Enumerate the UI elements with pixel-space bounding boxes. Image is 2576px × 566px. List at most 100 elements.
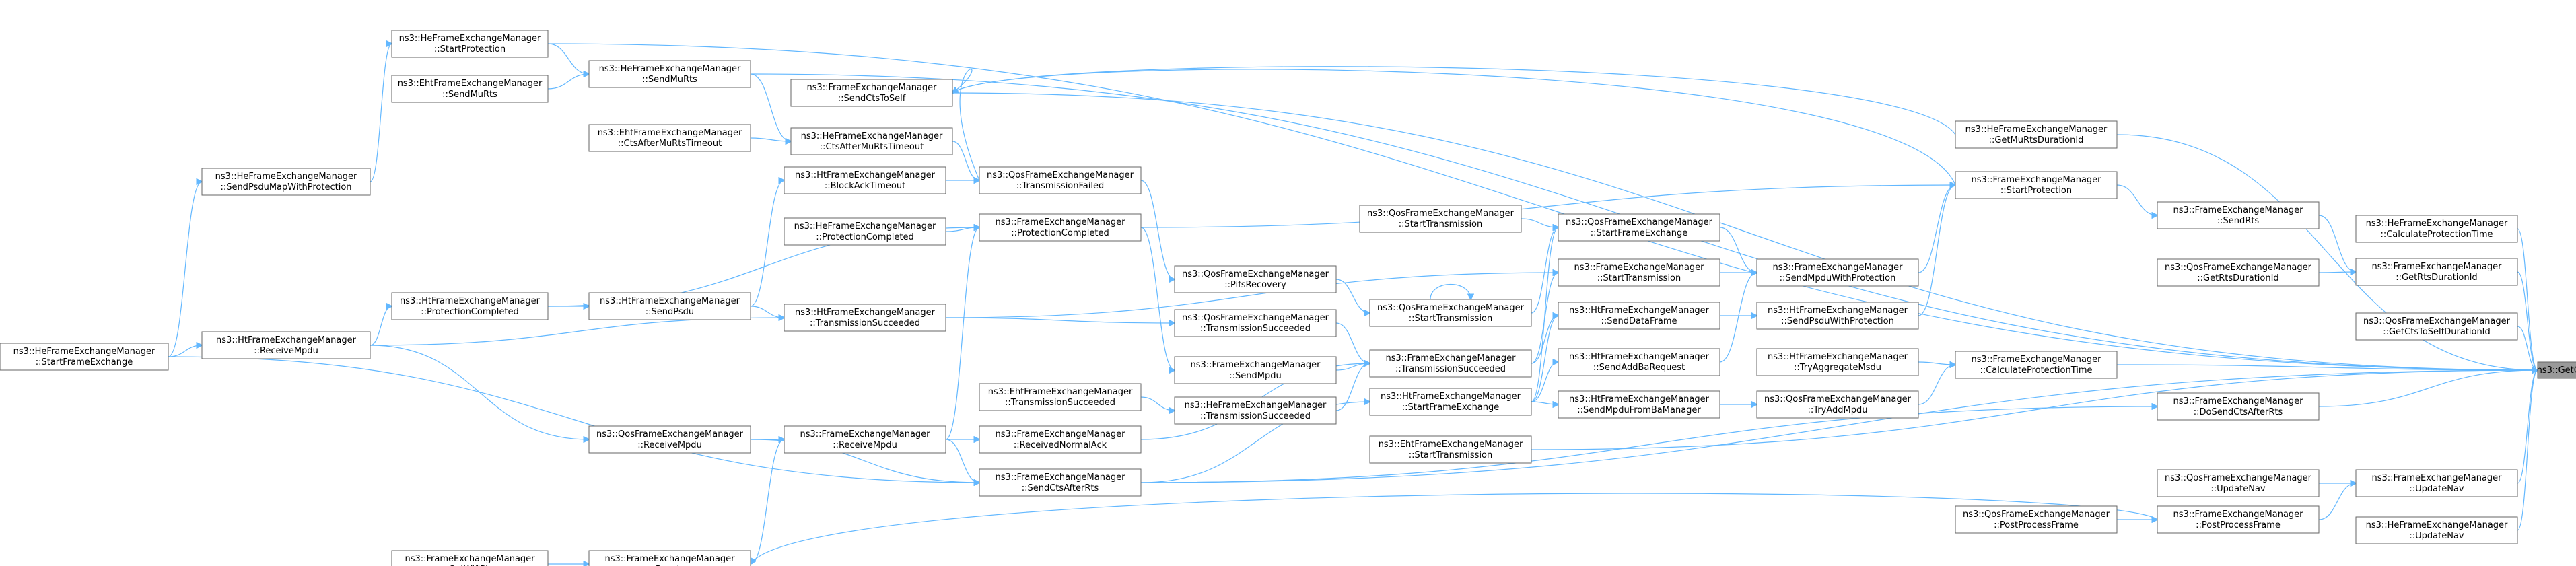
edge-n_qos_starttrans-to-n_qos_startframe: [1531, 227, 1558, 314]
node-ht-protcompleted[interactable]: ns3::HtFrameExchangeManager::ProtectionC…: [391, 292, 549, 320]
node-box: [1955, 120, 2118, 149]
node-qos-transsucceeded[interactable]: ns3::QosFrameExchangeManager::Transmissi…: [1174, 309, 1337, 337]
edge-n_fem_protcompleted-to-n_fem_startprot: [1140, 185, 1955, 228]
node-fem-transsucceeded[interactable]: ns3::FrameExchangeManager::TransmissionS…: [1369, 349, 1532, 378]
node-box: [1558, 390, 1720, 419]
node-method-label: ::PifsRecovery: [1224, 280, 1286, 290]
node-fem-sendctsafterrts[interactable]: ns3::FrameExchangeManager::SendCtsAfterR…: [979, 468, 1142, 497]
node-he-calcprottime[interactable]: ns3::HeFrameExchangeManager::CalculatePr…: [2355, 215, 2518, 243]
node-he-startprot[interactable]: ns3::HeFrameExchangeManager::StartProtec…: [391, 30, 549, 58]
node-qos-pifsrecovery[interactable]: ns3::QosFrameExchangeManager::PifsRecove…: [1174, 265, 1337, 293]
node-qos-getrtsdur[interactable]: ns3::QosFrameExchangeManager::GetRtsDura…: [2157, 258, 2320, 287]
node-he-transsucceeded[interactable]: ns3::HeFrameExchangeManager::Transmissio…: [1174, 396, 1337, 425]
node-qos-receivempdu[interactable]: ns3::QosFrameExchangeManager::ReceiveMpd…: [588, 425, 751, 454]
node-getcts[interactable]: ns3::GetCtsSize: [2537, 361, 2576, 379]
node-class-label: ns3::QosFrameExchangeManager: [2165, 473, 2312, 483]
edge-n_fem_postprocess-to-n_fem_updatenav: [2318, 483, 2356, 520]
node-method-label: ::ReceivedNormalAck: [1014, 440, 1107, 450]
node-fem-receivempdu[interactable]: ns3::FrameExchangeManager::ReceiveMpdu: [784, 425, 946, 454]
node-fem-protcompleted[interactable]: ns3::FrameExchangeManager::ProtectionCom…: [979, 213, 1142, 242]
node-fem-sendmpduwithprot[interactable]: ns3::FrameExchangeManager::SendMpduWithP…: [1756, 258, 1919, 287]
node-qos-tryaddmpdu[interactable]: ns3::QosFrameExchangeManager::TryAddMpdu: [1756, 390, 1919, 419]
node-qos-starttrans-ext[interactable]: ns3::QosFrameExchangeManager::StartTrans…: [1359, 205, 1522, 233]
node-ht-receivempdu[interactable]: ns3::HtFrameExchangeManager::ReceiveMpdu: [201, 331, 371, 359]
edge-n_qos_transfailed-to-n_qos_pifsrecovery: [1140, 180, 1175, 279]
node-fem-receive[interactable]: ns3::FrameExchangeManager::Receive: [588, 550, 751, 566]
node-class-label: ns3::FrameExchangeManager: [1190, 360, 1321, 370]
node-ht-sendmpdufromba[interactable]: ns3::HtFrameExchangeManager::SendMpduFro…: [1558, 390, 1720, 419]
node-he-sendpsdumap[interactable]: ns3::HeFrameExchangeManager::SendPsduMap…: [201, 168, 371, 196]
node-fem-receivednormalack[interactable]: ns3::FrameExchangeManager::ReceivedNorma…: [979, 425, 1142, 454]
node-eht-ctsaftermurtstimeout[interactable]: ns3::EhtFrameExchangeManager::CtsAfterMu…: [588, 124, 751, 152]
edge-n_eht_starttrans-to-n_getcts: [1531, 370, 2538, 450]
node-ht-sendaddba[interactable]: ns3::HtFrameExchangeManager::SendAddBaRe…: [1558, 348, 1720, 376]
node-he-sendmurts[interactable]: ns3::HeFrameExchangeManager::SendMuRts: [588, 60, 751, 88]
node-qos-starttrans[interactable]: ns3::QosFrameExchangeManager::StartTrans…: [1369, 299, 1532, 327]
edge-n_fem_docts-to-n_getcts: [2318, 370, 2538, 407]
node-ht-startframe[interactable]: ns3::HtFrameExchangeManager::StartFrameE…: [1369, 388, 1532, 416]
node-method-label: ::SendPsdu: [646, 307, 694, 317]
node-ht-sendpsduwithprot[interactable]: ns3::HtFrameExchangeManager::SendPsduWit…: [1756, 302, 1919, 330]
node-qos-postprocess[interactable]: ns3::QosFrameExchangeManager::PostProces…: [1955, 505, 2118, 534]
node-method-label: ::TransmissionSucceeded: [1200, 411, 1311, 421]
node-box: [979, 213, 1142, 242]
node-fem-startprot[interactable]: ns3::FrameExchangeManager::StartProtecti…: [1955, 171, 2118, 199]
node-ht-blockacktimeout[interactable]: ns3::HtFrameExchangeManager::BlockAckTim…: [784, 166, 946, 194]
node-box: [391, 75, 549, 103]
node-class-label: ns3::HtFrameExchangeManager: [1768, 352, 1908, 362]
edge-n_fem_sendctsafterrts-to-n_getcts: [1140, 370, 2538, 483]
node-fem-sendmpdu[interactable]: ns3::FrameExchangeManager::SendMpdu: [1174, 356, 1337, 384]
node-box: [391, 30, 549, 58]
node-box: [588, 292, 751, 320]
node-fem-starttrans[interactable]: ns3::FrameExchangeManager::StartTransmis…: [1558, 258, 1720, 287]
node-class-label: ns3::QosFrameExchangeManager: [1764, 394, 1912, 404]
node-fem-getrtsdur[interactable]: ns3::FrameExchangeManager::GetRtsDuratio…: [2355, 258, 2518, 286]
node-box: [2355, 469, 2518, 497]
node-class-label: ns3::HtFrameExchangeManager: [795, 308, 936, 318]
edge-n_fem_protcompleted-to-n_fem_sendmpdu: [1140, 227, 1175, 370]
node-method-label: ::CtsAfterMuRtsTimeout: [618, 139, 722, 149]
node-ht-sendpsdu[interactable]: ns3::HtFrameExchangeManager::SendPsdu: [588, 292, 751, 320]
node-fem-docts[interactable]: ns3::FrameExchangeManager::DoSendCtsAfte…: [2157, 392, 2320, 421]
node-eht-starttrans[interactable]: ns3::EhtFrameExchangeManager::StartTrans…: [1369, 435, 1532, 464]
node-class-label: ns3::EhtFrameExchangeManager: [398, 79, 543, 89]
node-he-updatenav[interactable]: ns3::HeFrameExchangeManager::UpdateNav: [2355, 516, 2518, 544]
node-method-label: ::PostProcessFrame: [1994, 520, 2079, 530]
node-he-startframe[interactable]: ns3::HeFrameExchangeManager::StartFrameE…: [0, 343, 169, 371]
node-qos-getctstoself[interactable]: ns3::QosFrameExchangeManager::GetCtsToSe…: [2355, 312, 2518, 341]
node-class-label: ns3::HtFrameExchangeManager: [600, 296, 740, 306]
node-fem-calcprottime[interactable]: ns3::FrameExchangeManager::CalculateProt…: [1955, 351, 2118, 379]
node-eht-transsucceeded[interactable]: ns3::EhtFrameExchangeManager::Transmissi…: [979, 383, 1142, 411]
node-box: [1369, 435, 1532, 464]
node-box: [784, 166, 946, 194]
node-class-label: ns3::EhtFrameExchangeManager: [1379, 439, 1523, 450]
node-method-label: ::SendCtsToSelf: [838, 94, 906, 104]
edge-n_he_getmurtsdur-to-n_fem_sendctstoself: [952, 66, 1956, 135]
node-method-label: ::BlockAckTimeout: [825, 181, 905, 191]
node-he-ctsaftermurtstimeout[interactable]: ns3::HeFrameExchangeManager::CtsAfterMuR…: [790, 127, 953, 155]
node-box: [1359, 205, 1522, 233]
node-method-label: ::CalculateProtectionTime: [1980, 365, 2092, 376]
node-fem-updatenav[interactable]: ns3::FrameExchangeManager::UpdateNav: [2355, 469, 2518, 497]
node-qos-updatenav[interactable]: ns3::QosFrameExchangeManager::UpdateNav: [2157, 469, 2320, 497]
node-ht-senddataframe[interactable]: ns3::HtFrameExchangeManager::SendDataFra…: [1558, 302, 1720, 330]
node-ht-transsucceeded[interactable]: ns3::HtFrameExchangeManager::Transmissio…: [784, 304, 946, 332]
node-ht-tryaggregate[interactable]: ns3::HtFrameExchangeManager::TryAggregat…: [1756, 348, 1919, 376]
node-he-getmurtsdur[interactable]: ns3::HeFrameExchangeManager::GetMuRtsDur…: [1955, 120, 2118, 149]
node-qos-transfailed[interactable]: ns3::QosFrameExchangeManager::Transmissi…: [979, 166, 1142, 194]
node-fem-setwifiphy[interactable]: ns3::FrameExchangeManager::SetWifiPhy: [391, 550, 549, 566]
node-fem-sendctstoself[interactable]: ns3::FrameExchangeManager::SendCtsToSelf: [790, 79, 953, 107]
node-box: [1174, 356, 1337, 384]
node-box: [1369, 388, 1532, 416]
node-method-label: ::SendDataFrame: [1601, 316, 1677, 326]
node-fem-postprocess[interactable]: ns3::FrameExchangeManager::PostProcessFr…: [2157, 505, 2320, 534]
edge-n_ht_sendpsduwithprot-to-n_fem_startprot: [1918, 185, 1955, 316]
node-class-label: ns3::QosFrameExchangeManager: [1367, 209, 1515, 219]
edge-n_ht_sendaddba-to-n_fem_sendmpduwithprot: [1719, 273, 1757, 363]
node-fem-sendrts[interactable]: ns3::FrameExchangeManager::SendRts: [2157, 201, 2320, 229]
edge-n_fem_startprot-to-n_fem_sendrts: [2116, 184, 2157, 215]
node-he-protcompleted[interactable]: ns3::HeFrameExchangeManager::ProtectionC…: [784, 217, 946, 246]
node-eht-sendmurts[interactable]: ns3::EhtFrameExchangeManager::SendMuRts: [391, 75, 549, 103]
node-layer: ns3::GetCtsSizens3::HeFrameExchangeManag…: [0, 30, 2576, 566]
node-qos-startframe[interactable]: ns3::QosFrameExchangeManager::StartFrame…: [1558, 213, 1720, 242]
